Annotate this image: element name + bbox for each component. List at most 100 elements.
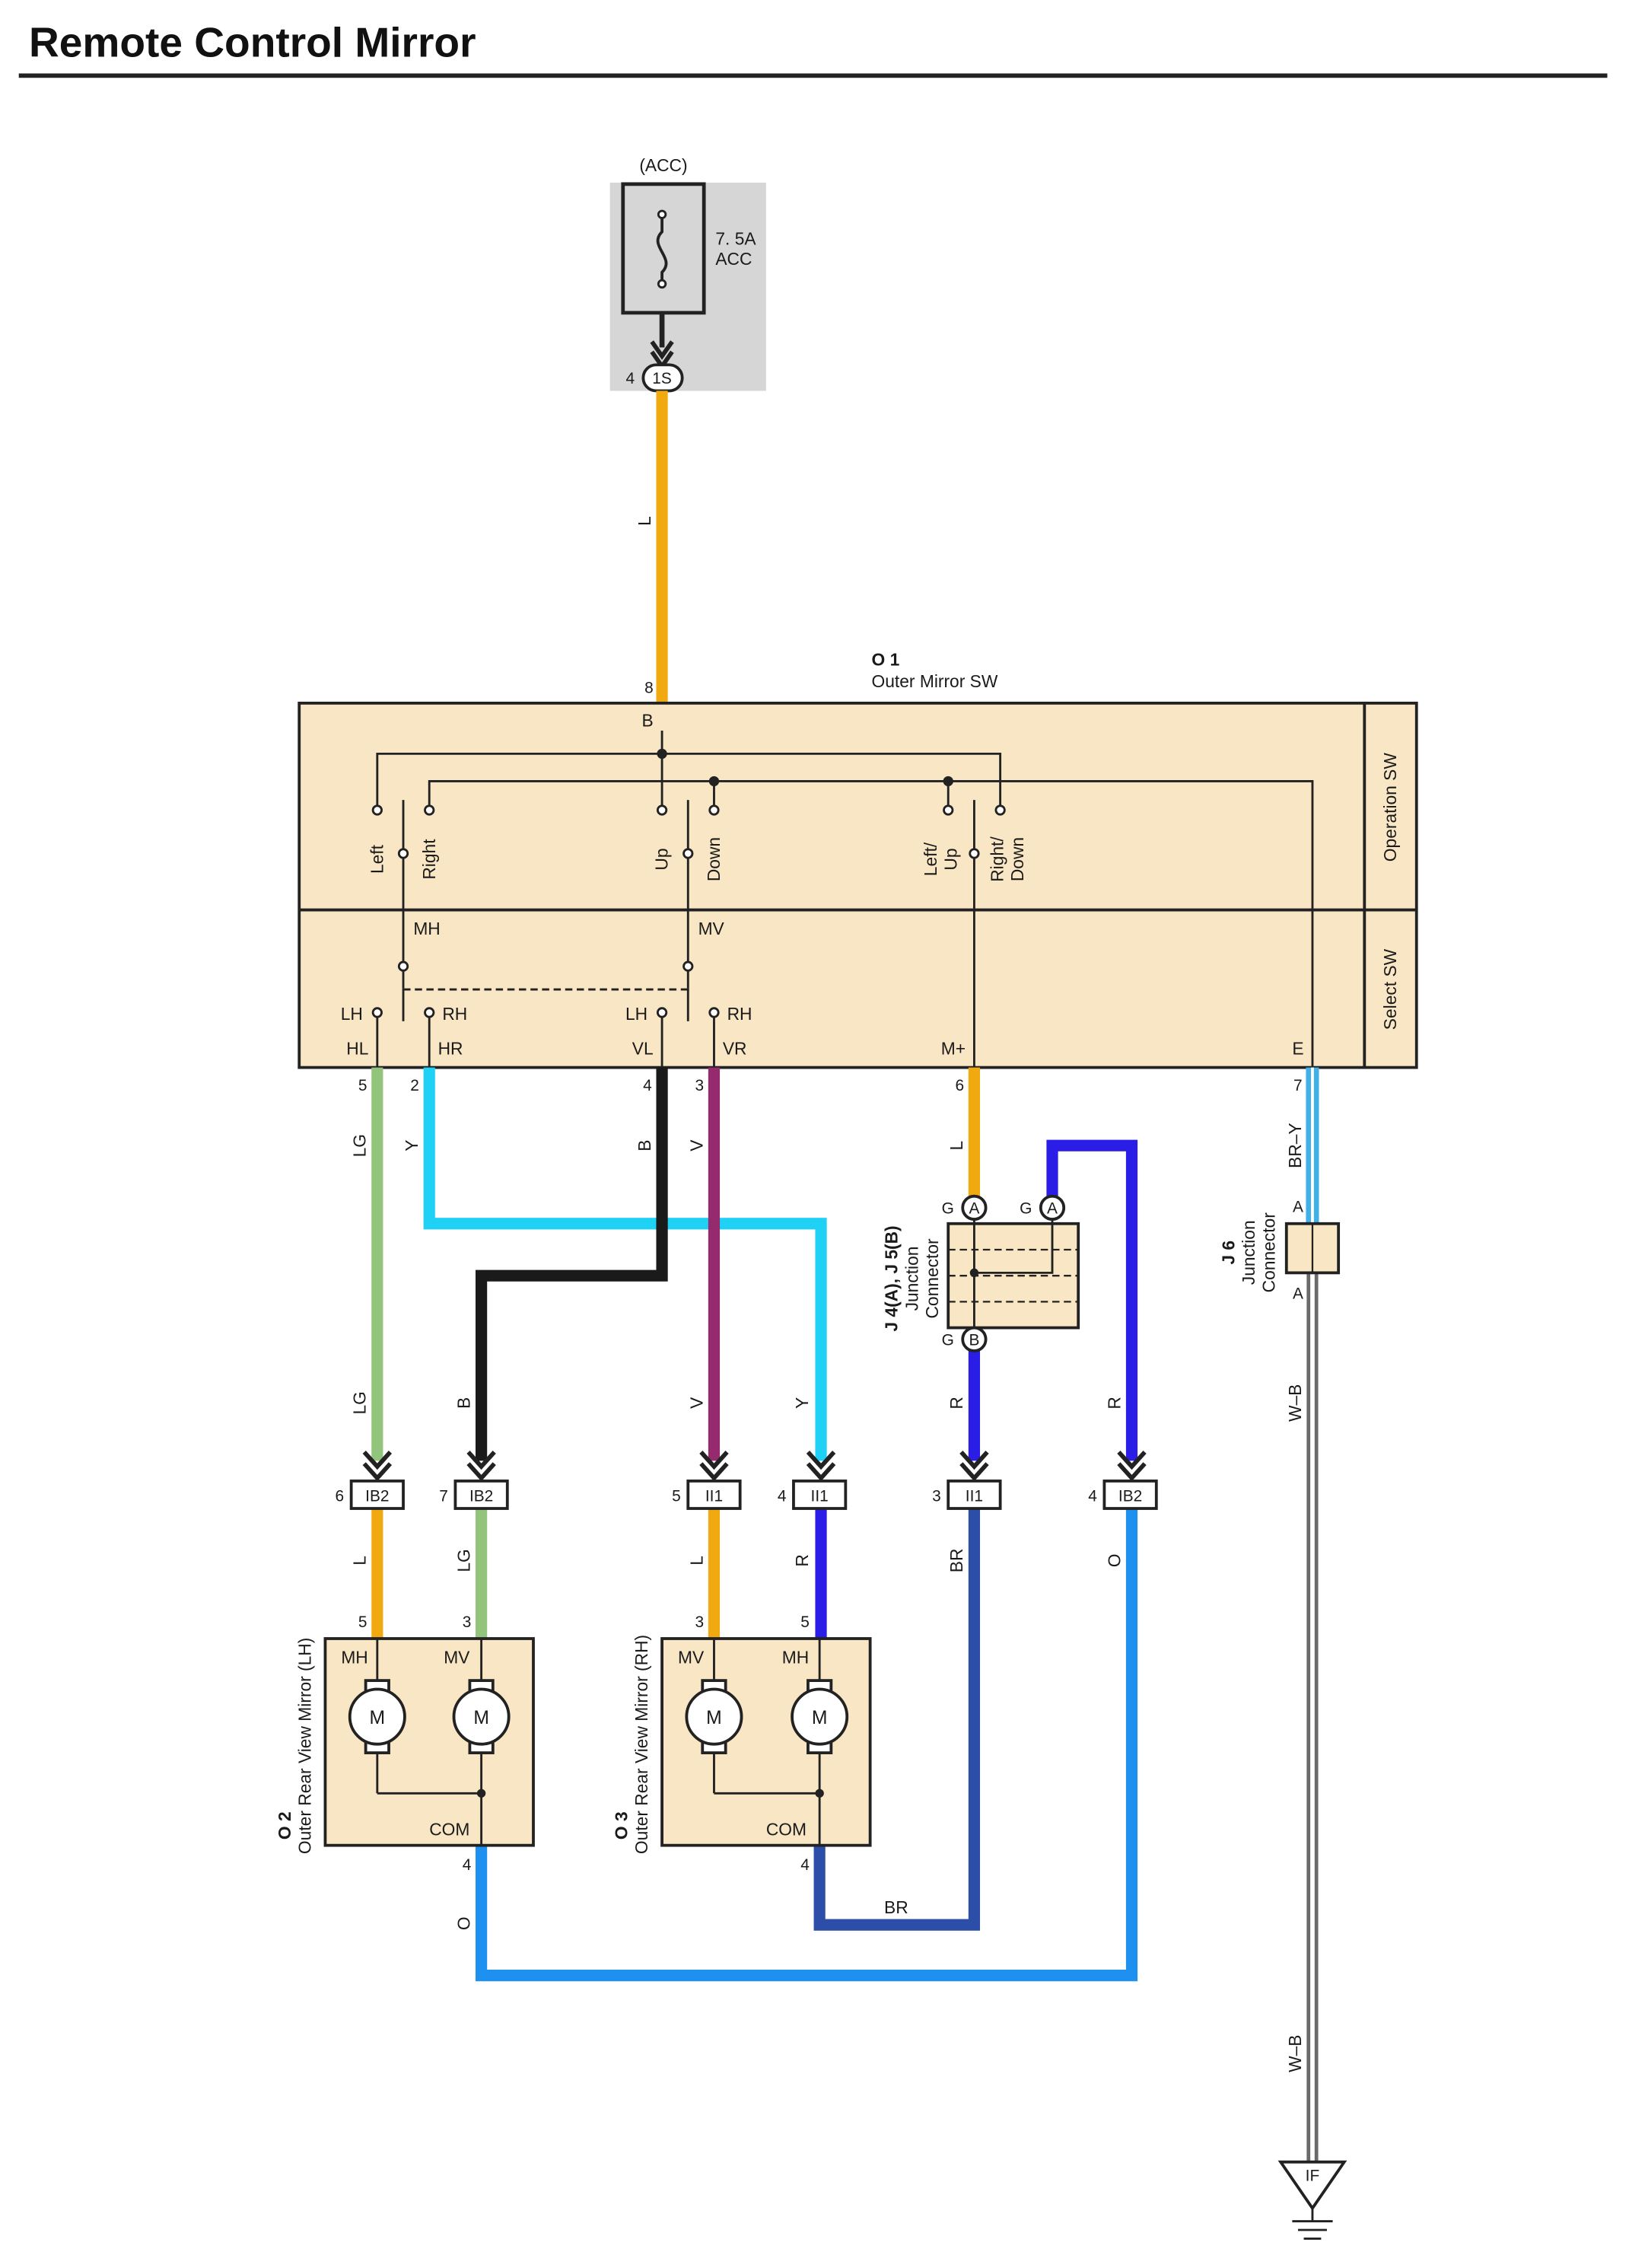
select-lh-1: LH — [341, 1004, 363, 1024]
select-rh-1: RH — [442, 1004, 467, 1024]
pin-e: 7 — [1293, 1077, 1303, 1094]
j6-term-a-top: A — [1293, 1199, 1303, 1216]
select-mv: MV — [698, 919, 725, 938]
j4-pin-g-1: G — [942, 1199, 954, 1217]
contact-left-up-2: Up — [941, 848, 961, 870]
select-sw-label: Select SW — [1380, 948, 1400, 1030]
terminal-hl: HL — [346, 1039, 368, 1059]
lh-name: Outer Rear View Mirror (LH) — [294, 1638, 314, 1854]
j6-name-2: Connector — [1259, 1212, 1279, 1293]
contact-left: Left — [367, 844, 387, 874]
conn-pin-ii1-y: 4 — [778, 1488, 787, 1505]
junction-connector-j6: A A J 6 Junction Connector — [1218, 1199, 1341, 1303]
rh-right-motor-label: MH — [782, 1647, 809, 1667]
wire-y-hr — [423, 1067, 827, 1461]
j6-term-a-bottom: A — [1293, 1285, 1303, 1303]
contact-right-down-1: Right/ — [987, 836, 1007, 882]
j6-name-1: Junction — [1239, 1220, 1258, 1285]
j4-pin-g-3: G — [942, 1331, 954, 1349]
pin-vl: 4 — [643, 1077, 652, 1094]
inline-connectors: IB2 IB2 II1 II1 II1 IB2 6 7 5 4 3 4 — [336, 1451, 1158, 1510]
select-lh-2: LH — [625, 1004, 647, 1024]
select-mh: MH — [413, 919, 440, 938]
rh-pin-left: 3 — [695, 1613, 705, 1631]
junction-connector-j4: A A B G G G J 4(A), J 5(B) Junction Conn… — [882, 1194, 1080, 1352]
fuse-background — [609, 182, 766, 391]
rh-pin-com: 4 — [800, 1856, 810, 1874]
wire-label-br-2: BR — [884, 1897, 908, 1917]
wire-label-br-1: BR — [947, 1549, 966, 1573]
switch-panel — [297, 701, 1367, 1069]
fuse-rating: 7. 5A — [715, 229, 756, 249]
j4-pin-g-2: G — [1020, 1199, 1032, 1217]
switch-name: Outer Mirror SW — [872, 671, 998, 691]
lh-code: O 2 — [275, 1811, 294, 1840]
j4-name-1: Junction — [902, 1247, 921, 1311]
lh-pin-com: 4 — [463, 1856, 472, 1874]
wire-label-y-2: Y — [792, 1397, 812, 1409]
pin-mplus: 6 — [955, 1077, 964, 1094]
ground-label: IF — [1306, 2167, 1320, 2184]
contact-down: Down — [704, 837, 724, 881]
fuse-name: ACC — [715, 249, 752, 269]
power-source-label: (ACC) — [639, 155, 687, 175]
fuse-icon — [656, 217, 668, 287]
pin-hl: 5 — [358, 1077, 367, 1094]
operation-sw-label: Operation SW — [1380, 753, 1400, 862]
lh-com-label: COM — [429, 1819, 469, 1839]
pin-hr: 2 — [410, 1077, 419, 1094]
j4-term-a-2: A — [1047, 1199, 1058, 1217]
rh-com-label: COM — [766, 1819, 807, 1839]
lh-pin-right: 3 — [463, 1613, 472, 1631]
wire-label-l-fuse: L — [635, 516, 654, 526]
conn-ii1-v: II1 — [705, 1488, 723, 1505]
ground-icon: IF — [1277, 2160, 1347, 2240]
wire-label-v-1: V — [686, 1139, 706, 1152]
rh-pin-right: 5 — [800, 1613, 810, 1631]
lh-motor-2-symbol: M — [473, 1708, 489, 1728]
lh-pin-left: 5 — [358, 1613, 367, 1631]
conn-ib2-b: IB2 — [469, 1488, 493, 1505]
wire-label-l-4: L — [686, 1556, 706, 1566]
fuse-block: (ACC) 7. 5A ACC 1S 4 — [609, 155, 766, 393]
lh-motor-1-symbol: M — [370, 1708, 386, 1728]
conn-ib2-r: IB2 — [1118, 1488, 1142, 1505]
j6-code: J 6 — [1218, 1241, 1238, 1265]
wire-label-b-2: B — [453, 1397, 473, 1409]
conn-pin-ib2-r: 4 — [1088, 1488, 1097, 1505]
wire-label-wb-1: W–B — [1285, 1384, 1305, 1422]
rh-motor-2-symbol: M — [812, 1708, 828, 1728]
wire-label-r-3: R — [792, 1554, 812, 1566]
wire-label-y-1: Y — [402, 1140, 422, 1152]
lh-left-motor-label: MH — [341, 1647, 367, 1667]
conn-pin-ib2-b: 7 — [439, 1488, 448, 1505]
rh-left-motor-label: MV — [678, 1647, 705, 1667]
fuse-connector-label: 1S — [652, 370, 672, 387]
fuse-pin: 4 — [625, 370, 635, 387]
j4-term-b: B — [969, 1331, 979, 1349]
contact-right: Right — [419, 839, 439, 880]
wire-label-lg-2: LG — [350, 1391, 370, 1414]
conn-ii1-r: II1 — [966, 1488, 983, 1505]
wire-label-wb-2: W–B — [1285, 2035, 1305, 2072]
terminal-e: E — [1292, 1039, 1303, 1059]
switch-code: O 1 — [872, 649, 900, 669]
conn-pin-ii1-r: 3 — [932, 1488, 941, 1505]
rh-code: O 3 — [611, 1811, 631, 1840]
wire-label-o-2: O — [453, 1916, 473, 1930]
motor-icon — [685, 1679, 849, 1754]
wire-label-b-1: B — [635, 1140, 654, 1152]
conn-pin-ii1-v: 5 — [672, 1488, 681, 1505]
outer-mirror-switch: Operation SW Select SW O 1 Outer Mirror … — [297, 649, 1418, 1094]
page-title: Remote Control Mirror — [29, 19, 476, 66]
pin-b: 8 — [644, 680, 654, 697]
wire-label-l-3: L — [350, 1556, 370, 1566]
motor-icon — [348, 1679, 511, 1754]
switch-side-panel — [1363, 701, 1418, 1069]
wire-label-o-1: O — [1104, 1554, 1124, 1568]
terminal-mplus: M+ — [941, 1039, 966, 1059]
contact-up: Up — [652, 848, 672, 870]
wire-label-v-2: V — [686, 1397, 706, 1409]
conn-ib2-lg: IB2 — [365, 1488, 389, 1505]
wire-label-l-2: L — [947, 1141, 966, 1151]
